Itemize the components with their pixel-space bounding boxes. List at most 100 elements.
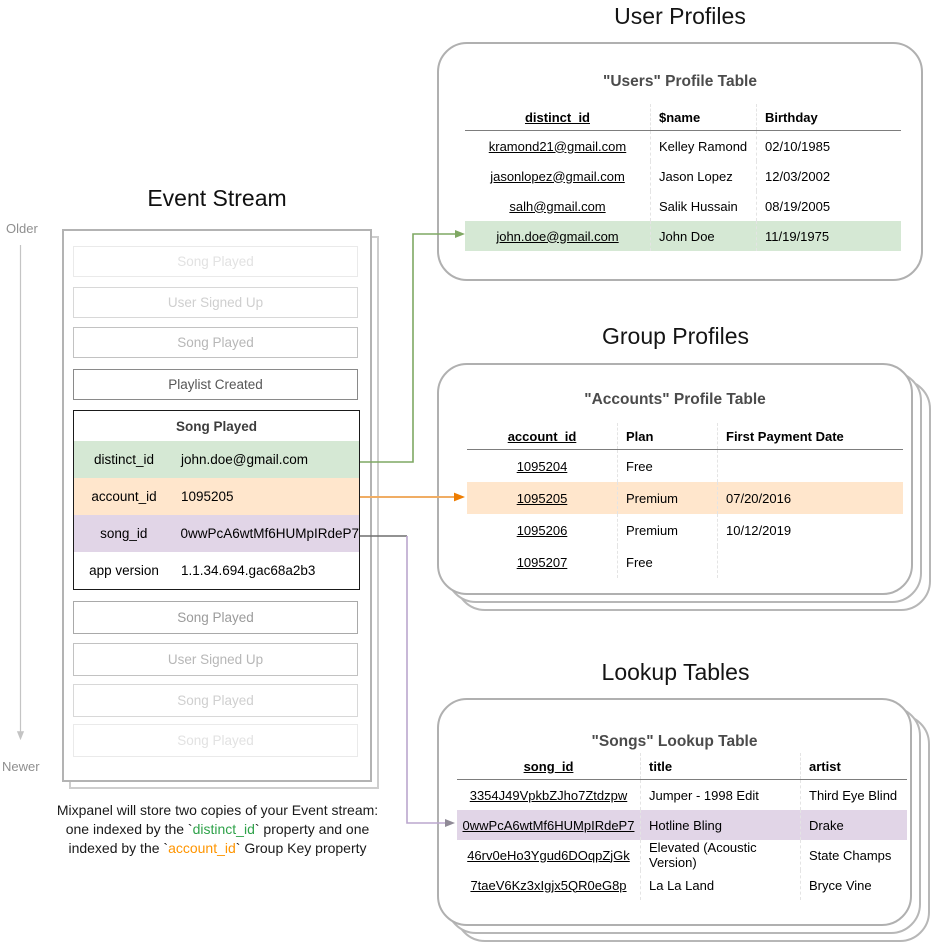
cell-value: 1095207 [516, 554, 568, 570]
table-cell: 1095204 [467, 450, 617, 482]
cell-value: kramond21@gmail.com [488, 138, 627, 154]
event-stream-title: Event Stream [147, 185, 287, 211]
table-cell: Free [617, 450, 717, 482]
table-cell [717, 546, 903, 578]
event-property-row-app-version: app version 1.1.34.694.gac68a2b3 [74, 552, 359, 589]
cell-value: 1095204 [516, 458, 568, 474]
table-cell: Third Eye Blind [800, 780, 907, 810]
table-cell: 46rv0eHo3Ygud6DOqpZjGk [457, 840, 640, 870]
table-cell: State Champs [800, 840, 907, 870]
table-cell: 3354J49VpkbZJho7Ztdzpw [457, 780, 640, 810]
table-cell: 10/12/2019 [717, 514, 903, 546]
cell-value: 46rv0eHo3Ygud6DOqpZjGk [467, 847, 630, 863]
property-value: john.doe@gmail.com [181, 452, 309, 467]
table-cell: 0wwPcA6wtMf6HUMpIRdeP7 [457, 810, 640, 840]
cell-value: Free [626, 554, 653, 570]
cell-value: Kelley Ramond [659, 138, 748, 154]
table-row: 1095204 Free [467, 450, 903, 482]
table-cell: 7taeV6Kz3xIgjx5QR0eG8p [457, 870, 640, 900]
table-cell: 1095206 [467, 514, 617, 546]
column-header: First Payment Date [717, 423, 903, 449]
cell-value: Elevated (Acoustic Version) [649, 840, 757, 870]
column-header-label: distinct_id [524, 109, 590, 125]
column-header: distinct_id [465, 104, 650, 130]
column-header-label: title [649, 758, 673, 774]
caption-text: Mixpanel will store two copies of your E… [56, 802, 379, 818]
lookup-tables-section-title: Lookup Tables [601, 659, 750, 685]
event-item: Playlist Created [73, 369, 358, 400]
table-cell: Salik Hussain [650, 191, 756, 221]
cell-value: Jason Lopez [659, 168, 733, 184]
event-item: Song Played [73, 246, 358, 277]
cell-value: Free [626, 458, 653, 474]
cell-value: John Doe [659, 228, 715, 244]
property-key: app version [89, 563, 159, 578]
table-cell: Hotline Bling [640, 810, 800, 840]
timeline-newer-label: Newer [2, 759, 40, 774]
property-value: 0wwPcA6wtMf6HUMpIRdeP7 [180, 526, 359, 541]
table-cell: John Doe [650, 221, 756, 251]
cell-value: 10/12/2019 [726, 522, 792, 538]
table-cell: 07/20/2016 [717, 482, 903, 514]
users-table-title: "Users" Profile Table [603, 73, 757, 90]
table-cell: kramond21@gmail.com [465, 131, 650, 161]
table-cell: 12/03/2002 [756, 161, 901, 191]
cell-value: john.doe@gmail.com [496, 228, 619, 244]
table-cell: salh@gmail.com [465, 191, 650, 221]
table-header-row: distinct_id $name Birthday [465, 104, 901, 131]
table-header-row: song_id title artist [457, 753, 907, 780]
caption-text: ` Group Key property [235, 840, 367, 856]
table-cell: Bryce Vine [800, 870, 907, 900]
column-header: title [640, 753, 800, 779]
event-stream-caption: Mixpanel will store two copies of your E… [30, 801, 405, 858]
table-cell: john.doe@gmail.com [465, 221, 650, 251]
property-value: 1095205 [181, 489, 234, 504]
cell-value: 1095205 [516, 490, 568, 506]
cell-value: salh@gmail.com [509, 198, 606, 214]
caption-line: one indexed by the `distinct_id` propert… [30, 820, 405, 839]
event-property-row-song_id: song_id 0wwPcA6wtMf6HUMpIRdeP7 [74, 515, 359, 552]
table-row: salh@gmail.com Salik Hussain 08/19/2005 [465, 191, 901, 221]
cell-value: Third Eye Blind [809, 787, 898, 803]
table-cell [717, 450, 903, 482]
column-header: Plan [617, 423, 717, 449]
column-header-label: song_id [523, 758, 574, 774]
event-item: Song Played [73, 601, 358, 634]
table-row: 1095206 Premium 10/12/2019 [467, 514, 903, 546]
event-item: Song Played [73, 684, 358, 717]
column-header: account_id [467, 423, 617, 449]
table-row: kramond21@gmail.com Kelley Ramond 02/10/19… [465, 131, 901, 161]
cell-value: jasonlopez@gmail.com [490, 168, 625, 184]
cell-value: Premium [626, 522, 679, 538]
event-item: User Signed Up [73, 643, 358, 676]
caption-account_id: account_id [168, 840, 236, 856]
column-header: Birthday [756, 104, 901, 130]
column-header: artist [800, 753, 907, 779]
property-value: 1.1.34.694.gac68a2b3 [181, 563, 316, 578]
table-cell: 1095205 [467, 482, 617, 514]
column-header: song_id [457, 753, 640, 779]
cell-value: 02/10/1985 [765, 138, 831, 154]
column-header-label: $name [659, 109, 701, 125]
table-cell: 08/19/2005 [756, 191, 901, 221]
column-header-label: First Payment Date [726, 428, 844, 444]
table-cell: La La Land [640, 870, 800, 900]
property-key: song_id [100, 526, 148, 541]
table-cell: Free [617, 546, 717, 578]
event-item: Song Played [73, 327, 358, 358]
cell-value: 08/19/2005 [765, 198, 831, 214]
property-key: account_id [91, 489, 157, 504]
caption-text: ` property and one [254, 821, 370, 837]
table-cell: 02/10/1985 [756, 131, 901, 161]
table-cell: 1095207 [467, 546, 617, 578]
